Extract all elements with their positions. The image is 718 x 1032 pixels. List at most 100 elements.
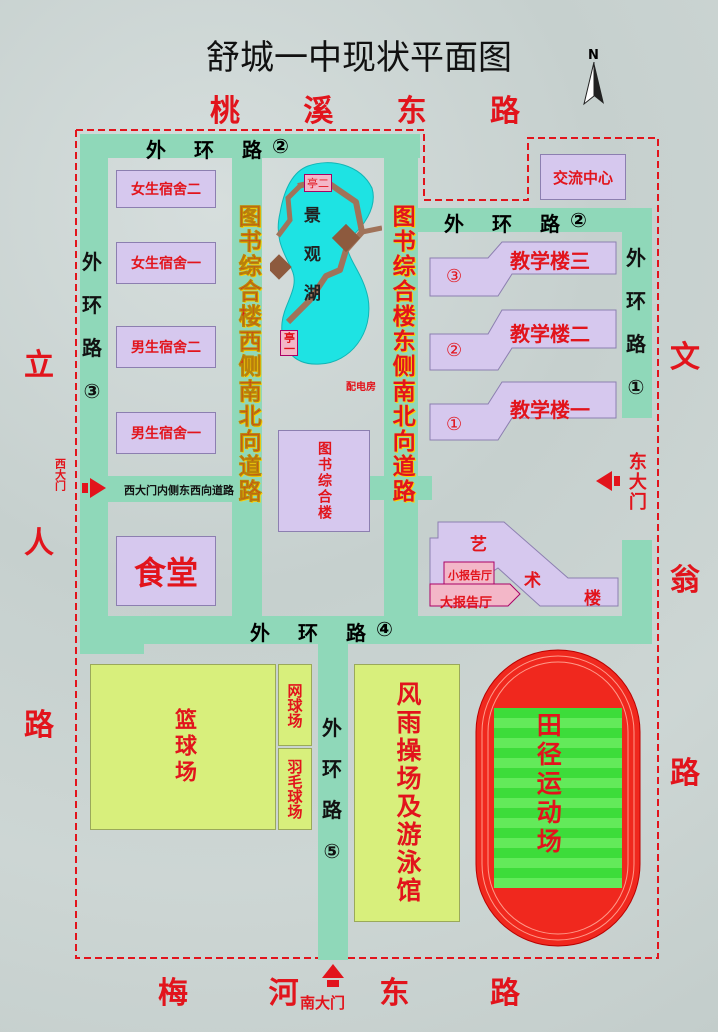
- girls-dorm-2: 女生宿舍二: [116, 170, 216, 208]
- west-road-char: 路: [24, 708, 54, 743]
- teaching-building-1-number: ①: [446, 414, 463, 435]
- inner-ew-road-label: 西大门内侧东西向道路: [124, 484, 234, 497]
- ring-char: 外: [82, 250, 102, 274]
- ring-char: 环: [626, 289, 646, 313]
- ring-char: 路: [626, 332, 646, 356]
- basketball-court: 篮球场: [90, 664, 276, 830]
- canteen: 食堂: [116, 536, 216, 606]
- south-gate-label: 南大门: [300, 994, 346, 1012]
- west-lane-road: [232, 134, 262, 644]
- west-road-char: 人: [24, 526, 54, 561]
- south-ring-road-label: 外 环 路 ⑤: [322, 718, 342, 862]
- right-top-ring-road-label: 外 环 路 ②: [444, 208, 587, 237]
- teaching-building-2-number: ②: [446, 340, 463, 361]
- ring-char: 路: [82, 336, 102, 360]
- teaching-building-3-number: ③: [446, 266, 463, 287]
- north-road-char: 桃: [210, 94, 240, 129]
- east-road-char: 路: [670, 756, 700, 791]
- north-outer-road: 桃 溪 东 路: [210, 86, 520, 130]
- badminton-court: 羽毛球场: [278, 748, 312, 830]
- library-label: 图书综合楼: [316, 441, 332, 521]
- small-auditorium-label: 小报告厅: [448, 569, 492, 582]
- ring-char: 环: [492, 212, 512, 236]
- gym-and-pool: 风雨操场及游泳馆: [354, 664, 460, 922]
- pavilion-1-text: 亭一: [282, 332, 296, 354]
- west-lane-text: 图书综合楼西侧南北向道路: [234, 204, 261, 505]
- west-gate-arrow-icon: [82, 478, 106, 498]
- ring-char: 环: [194, 138, 214, 162]
- scenic-lake: [270, 162, 382, 365]
- library-building: 图书综合楼: [278, 430, 370, 532]
- west-road-char: 立: [24, 348, 54, 383]
- bottom-left-stub: [80, 640, 144, 654]
- teaching-buildings-shapes: [429, 241, 617, 441]
- art-building-char-2: 术: [524, 571, 541, 591]
- inner-ew-road: [80, 476, 262, 502]
- east-road-char: 文: [670, 340, 700, 375]
- west-gate-text: 西大门: [53, 458, 67, 491]
- right-ring-road: [622, 208, 652, 418]
- ring-char: 路: [242, 138, 262, 162]
- north-arrow-icon: [583, 62, 604, 106]
- art-building-char-3: 楼: [584, 589, 601, 609]
- south-road-char: 路: [489, 976, 520, 1011]
- west-lane-label: 图书综合楼西侧南北向道路: [232, 204, 262, 505]
- large-auditorium-label: 大报告厅: [440, 596, 493, 611]
- ring-char: 外: [626, 246, 646, 270]
- ring-number: ⑤: [323, 839, 341, 863]
- ring-number: ①: [627, 375, 645, 399]
- basketball-label: 篮球场: [171, 708, 196, 786]
- ring-char: 路: [346, 621, 366, 645]
- ring-char: 环: [298, 621, 318, 645]
- ring-number: ④: [376, 617, 393, 641]
- north-arrow: N: [582, 48, 606, 108]
- south-outer-road: 梅 河 东 路: [158, 968, 520, 1012]
- library-connector-east: [370, 476, 432, 500]
- tennis-label: 网球场: [285, 682, 304, 728]
- girls-dorm-1: 女生宿舍一: [116, 242, 216, 284]
- ring-char: 外: [322, 716, 342, 740]
- gym-and-pool-label: 风雨操场及游泳馆: [393, 681, 422, 905]
- ring-char: 外: [250, 621, 270, 645]
- ring-char: 环: [82, 293, 102, 317]
- teaching-building-3-label: 教学楼三: [510, 249, 590, 273]
- ring-number: ②: [272, 134, 289, 158]
- north-road-char: 路: [489, 94, 520, 129]
- left-ring-road-label: 外 环 路 ③: [82, 252, 102, 402]
- top-ring-road-label: 外 环 路 ②: [146, 134, 289, 163]
- boys-dorm-2: 男生宿舍二: [116, 326, 216, 368]
- ring-char: 路: [322, 798, 342, 822]
- ring-char: 外: [146, 138, 166, 162]
- ring-char: 路: [540, 212, 560, 236]
- left-ring-road: [80, 134, 108, 644]
- running-track: [475, 649, 641, 947]
- east-gate-text: 东大门: [625, 452, 647, 512]
- badminton-label: 羽毛球场: [285, 759, 304, 819]
- art-building-shape: [429, 521, 619, 607]
- lake-label: 景观湖: [299, 206, 320, 323]
- west-gate-label: 西大门: [53, 458, 67, 491]
- south-road-char: 梅: [158, 976, 188, 1011]
- boys-dorm-1: 男生宿舍一: [116, 412, 216, 454]
- east-road-char: 翁: [670, 563, 700, 598]
- track-label: 田径运动场: [533, 712, 563, 857]
- south-gate-arrow-icon: [322, 964, 344, 987]
- map-title: 舒城一中现状平面图: [206, 38, 512, 78]
- south-road-char: 河: [268, 976, 299, 1011]
- art-building-char-1: 艺: [470, 535, 487, 555]
- right-top-ring-road: [384, 208, 652, 232]
- east-gate-arrow-icon: [596, 471, 620, 491]
- lake-text: 景观湖: [299, 206, 320, 323]
- teaching-building-1-label: 教学楼一: [510, 398, 590, 422]
- tennis-court: 网球场: [278, 664, 312, 746]
- teaching-building-2-label: 教学楼二: [510, 322, 590, 346]
- east-lane-text: 图书综合楼东侧南北向道路: [388, 204, 415, 504]
- exchange-center: 交流中心: [540, 154, 626, 200]
- east-lane-label: 图书综合楼东侧南北向道路: [386, 204, 416, 504]
- right-ring-road-label: 外 环 路 ①: [626, 248, 646, 398]
- ring-char: 外: [444, 212, 464, 236]
- track-label-text: 田径运动场: [533, 712, 563, 857]
- pavilion-2-label: 亭二: [304, 174, 332, 192]
